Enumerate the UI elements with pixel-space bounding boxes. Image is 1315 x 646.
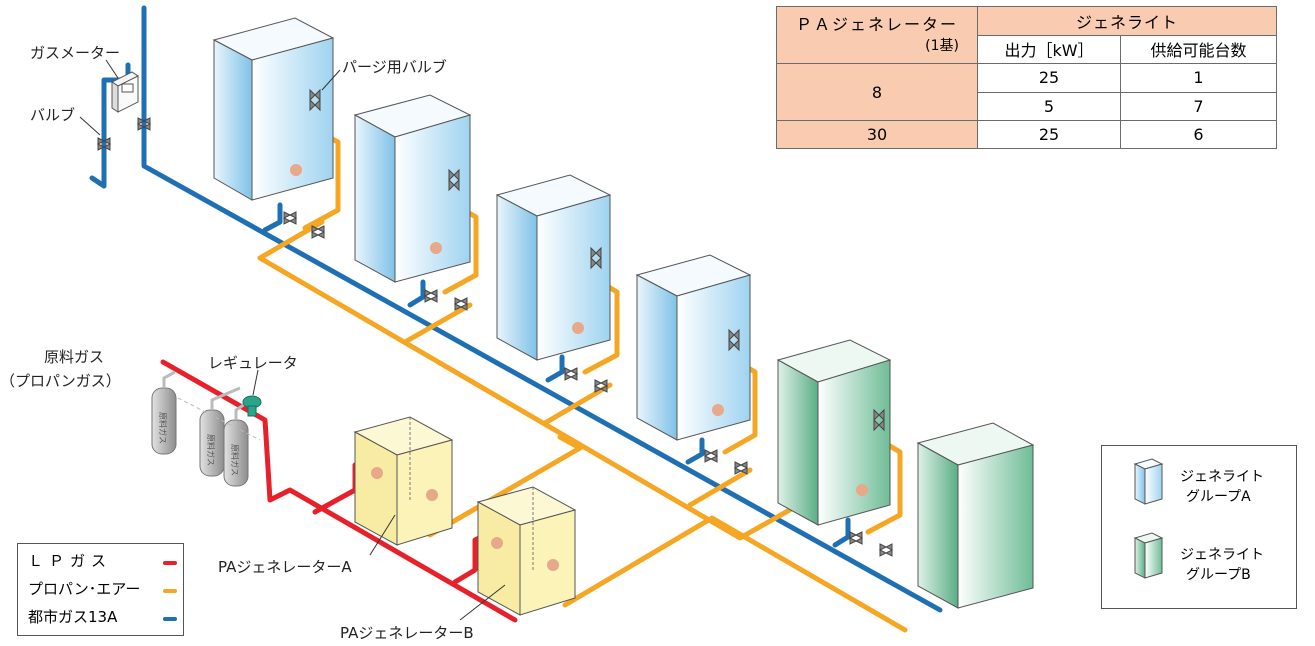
gas-cylinders: 原料ガス 原料ガス 原料ガス xyxy=(151,370,261,487)
output-value: 5 xyxy=(977,91,1121,121)
purge-valve-label: パージ用バルブ xyxy=(342,58,447,76)
group-b-line1: ジェネライト xyxy=(1180,547,1264,563)
units-value: 7 xyxy=(1120,91,1277,121)
genelite-a-3 xyxy=(495,174,612,361)
cylinder-label: 原料ガス xyxy=(230,444,240,476)
leader-lines xyxy=(79,59,506,621)
generator-value-cell: 30 xyxy=(776,120,978,149)
genelite-header: ジェネライト xyxy=(977,6,1277,36)
cylinder-label: 原料ガス xyxy=(206,434,216,466)
valve-icons xyxy=(96,88,894,557)
group-b-icon xyxy=(1133,532,1164,579)
raw-gas-sub-label: （プロパンガス） xyxy=(0,372,121,390)
units-value: 6 xyxy=(1120,120,1277,149)
pa-generator-b-label: PAジェネレーターB xyxy=(340,624,474,642)
genelite-b-1 xyxy=(776,339,892,526)
output-value: 25 xyxy=(977,63,1121,93)
output-header: 出力［kW］ xyxy=(977,34,1121,64)
genelite-a-2 xyxy=(353,94,472,283)
genelite-a-4 xyxy=(635,254,752,441)
legend-lp-gas-label: ＬＰガス xyxy=(28,552,113,570)
generator-header-sub: (1基) xyxy=(925,38,959,54)
pa-generator-a xyxy=(353,416,454,546)
unit-connectors xyxy=(290,164,868,496)
legend-propane-air-swatch xyxy=(163,589,177,593)
group-b-line2: グループB xyxy=(1186,567,1251,583)
group-legend: ジェネライト グループA ジェネライト グループB xyxy=(1101,445,1297,609)
valve-label: バルブ xyxy=(30,106,75,124)
legend-lp-gas-swatch xyxy=(163,561,177,565)
generator-header-cell: ＰＡジェネレーター (1基) xyxy=(776,6,978,64)
group-legend-icons xyxy=(1133,458,1164,579)
output-value: 25 xyxy=(977,120,1121,149)
legend-city-gas-swatch xyxy=(163,617,177,621)
genelite-b-2 xyxy=(916,422,1035,609)
pa-generator-b xyxy=(476,486,577,616)
legend-city-gas-label: 都市ガス13A xyxy=(28,608,118,626)
units-value: 1 xyxy=(1120,63,1277,93)
raw-gas-label: 原料ガス xyxy=(44,348,104,366)
gas-meter-label: ガスメーター xyxy=(30,44,120,62)
pipe-legend: ＬＰガス プロパン･エアー 都市ガス13A xyxy=(17,543,184,636)
group-a-line2: グループA xyxy=(1186,489,1251,505)
regulator-icon xyxy=(242,395,262,417)
units-header: 供給可能台数 xyxy=(1120,34,1277,64)
generator-value-cell: 8 xyxy=(776,63,978,121)
generator-header: ＰＡジェネレーター xyxy=(795,15,958,34)
regulator-label: レギュレータ xyxy=(208,354,298,372)
group-a-icon xyxy=(1133,458,1164,505)
lp-gas-pipes xyxy=(160,359,518,623)
pa-generator-a-label: PAジェネレーターA xyxy=(218,558,352,576)
genelite-a-1 xyxy=(212,17,335,201)
legend-propane-air-label: プロパン･エアー xyxy=(28,580,141,598)
group-a-line1: ジェネライト xyxy=(1180,469,1264,485)
gas-meter-icon xyxy=(111,71,139,113)
cylinder-label: 原料ガス xyxy=(158,412,168,444)
spec-table: ＰＡジェネレーター (1基) ジェネライト 出力［kW］ 供給可能台数 8 25… xyxy=(776,6,1277,149)
